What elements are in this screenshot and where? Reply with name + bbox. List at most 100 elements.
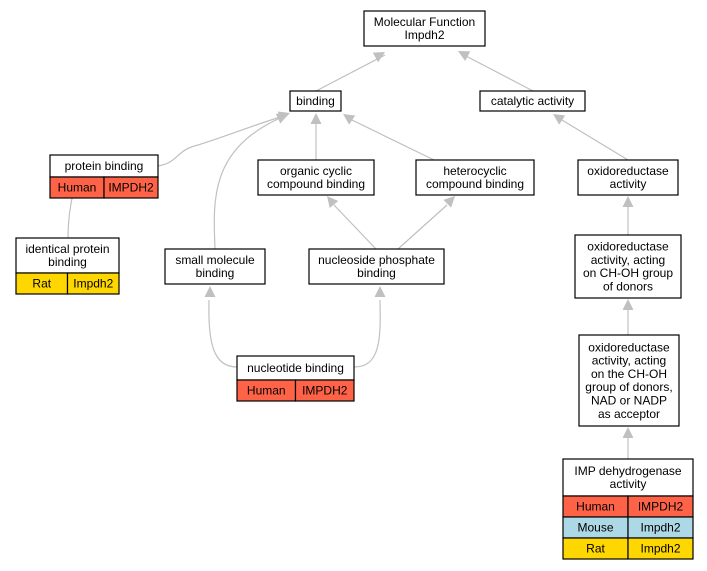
edge-oxido-catalytic <box>553 114 629 161</box>
term-label-line: activity, acting <box>592 354 666 368</box>
term-label-line: identical protein <box>25 242 109 256</box>
gene-label: Impdh2 <box>640 521 680 535</box>
annotation-row: Human IMPDH2 <box>49 176 159 199</box>
edge-imp-nad <box>622 427 634 459</box>
gene-label: Impdh2 <box>73 277 113 291</box>
edge-catalytic-root <box>458 51 534 92</box>
arrowhead <box>622 299 634 310</box>
term-label-line: as acceptor <box>598 407 660 421</box>
arrowhead <box>327 196 339 208</box>
species-label: Rat <box>32 277 51 291</box>
species-label: Mouse <box>577 521 613 535</box>
arrowhead <box>343 114 356 125</box>
term-label-line: heterocyclic <box>443 164 506 178</box>
edge-chOH-oxido <box>622 196 634 235</box>
edge-small-molecule-binding <box>213 113 288 250</box>
edge-line <box>333 204 377 250</box>
term-box <box>479 90 586 112</box>
term-label-line: binding <box>357 266 396 280</box>
term-box <box>257 159 375 196</box>
term-label-line: group of donors, <box>585 380 672 394</box>
edge-line <box>208 299 238 368</box>
term-label-line: small molecule <box>175 253 255 267</box>
edge-line <box>397 204 448 250</box>
edge-line <box>315 54 386 92</box>
term-label-line: binding <box>48 255 87 269</box>
term-box <box>577 159 679 196</box>
gene-cell <box>627 537 694 560</box>
edge-line <box>351 119 435 161</box>
edge-nucleotide-small <box>204 286 238 368</box>
edge-nad-chOH <box>622 299 634 335</box>
term-label-line: IMP dehydrogenase <box>574 464 682 478</box>
term-label-line: of donors <box>603 279 653 293</box>
gene-label: Impdh2 <box>640 542 680 556</box>
term-box <box>578 334 680 427</box>
term-label-line: on CH-OH group <box>583 266 673 280</box>
annotation-row: Rat Impdh2 <box>15 272 120 295</box>
edge-line <box>157 115 285 167</box>
gene-label: IMPDH2 <box>108 181 154 195</box>
arrowhead <box>374 286 386 297</box>
arrowhead <box>622 196 634 207</box>
term-box <box>574 234 682 299</box>
arrowhead <box>372 52 385 63</box>
go-term-binding[interactable]: binding <box>289 90 342 112</box>
edge-line <box>561 119 629 161</box>
term-box <box>363 10 486 47</box>
term-label-line: binding <box>296 94 335 108</box>
species-label: Human <box>576 500 615 514</box>
term-label-line: compound binding <box>426 177 524 191</box>
annotation-row: Human IMPDH2 <box>562 495 694 518</box>
annotation-row: Mouse Impdh2 <box>562 516 694 539</box>
term-label-line: binding <box>196 266 235 280</box>
term-box <box>308 248 445 285</box>
go-term-catalytic[interactable]: catalytic activity <box>479 90 586 112</box>
annotation-row: Human IMPDH2 <box>236 379 355 402</box>
edge-protein-binding-binding <box>157 111 290 167</box>
term-label-line: NAD or NADP <box>591 393 667 407</box>
term-box <box>415 159 535 196</box>
gene-label: IMPDH2 <box>638 500 684 514</box>
species-label: Human <box>58 181 97 195</box>
gene-cell <box>103 176 159 199</box>
term-label-line: protein binding <box>65 159 144 173</box>
term-label-line: nucleotide binding <box>247 361 344 375</box>
edge-line <box>213 117 281 250</box>
edge-line <box>463 54 534 92</box>
term-box <box>289 90 342 112</box>
edge-hetero-binding <box>343 114 435 161</box>
species-label: Human <box>247 384 286 398</box>
gene-cell <box>294 379 355 402</box>
species-label: Rat <box>586 542 605 556</box>
arrowhead <box>622 427 634 438</box>
term-label-line: activity <box>610 477 647 491</box>
term-label-line: activity <box>610 177 647 191</box>
arrowhead <box>458 51 471 62</box>
term-label-line: on the CH-OH <box>591 367 667 381</box>
edge-nucleoside-organic <box>327 196 377 250</box>
term-label-line: organic cyclic <box>280 164 352 178</box>
arrowhead <box>204 286 216 297</box>
edge-binding-root <box>315 52 386 92</box>
term-label-line: oxidoreductase <box>587 240 669 254</box>
term-label-line: Impdh2 <box>404 28 444 42</box>
edge-organic-binding <box>310 113 322 160</box>
term-label-line: nucleoside phosphate <box>318 253 435 267</box>
term-box <box>164 248 266 285</box>
term-label-line: oxidoreductase <box>587 164 669 178</box>
gene-label: IMPDH2 <box>302 384 348 398</box>
